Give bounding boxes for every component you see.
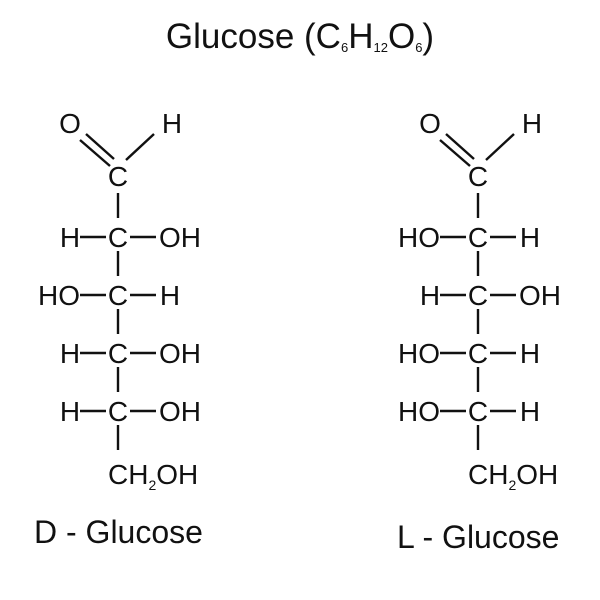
d-c2-right: OH xyxy=(159,222,201,253)
d-ch2oh-c: C xyxy=(108,459,128,490)
title-prefix: Glucose (C xyxy=(165,17,341,56)
title-sub-o: 6 xyxy=(415,40,423,55)
l-ch2oh-c: C xyxy=(468,459,488,490)
d-c4-left: H xyxy=(60,338,80,369)
d-ch2oh-group: CH2OH xyxy=(108,459,198,493)
l-c4-right: H xyxy=(520,338,540,369)
l-ch2oh-h: H xyxy=(488,459,508,490)
l-c2-right: H xyxy=(520,222,540,253)
l-aldehyde-oxygen: O xyxy=(419,108,441,139)
d-double-bond-a xyxy=(79,139,111,167)
l-ch2oh-oh: OH xyxy=(516,459,558,490)
l-glucose-label: L - Glucose xyxy=(397,519,559,555)
diagram-title: Glucose (C6H12O6) xyxy=(0,14,600,71)
d-carbon-2: C xyxy=(108,222,128,253)
title-sub-c: 6 xyxy=(340,40,349,55)
d-carbon-1: C xyxy=(108,161,128,192)
d-aldehyde-hydrogen: H xyxy=(162,108,182,139)
d-ch2oh-h: H xyxy=(128,459,148,490)
d-double-bond-b xyxy=(85,133,115,160)
d-ch2oh-oh: OH xyxy=(156,459,198,490)
d-carbon-4: C xyxy=(108,338,128,369)
l-carbon-3: C xyxy=(468,280,488,311)
l-c4-left: HO xyxy=(398,338,440,369)
d-c2-left: H xyxy=(60,222,80,253)
l-c5-left: HO xyxy=(398,396,440,427)
l-glucose-structure: O H C HO C H H C OH HO xyxy=(397,108,561,555)
d-glucose-structure: O H C H C OH HO C H H xyxy=(34,108,203,550)
title-suffix: ) xyxy=(422,17,435,56)
l-c5-right: H xyxy=(520,396,540,427)
l-c3-right: OH xyxy=(519,280,561,311)
l-carbon-5: C xyxy=(468,396,488,427)
l-carbon-2: C xyxy=(468,222,488,253)
d-ch2oh-sub: 2 xyxy=(148,477,156,493)
l-ch2oh-sub: 2 xyxy=(508,477,516,493)
d-c4-right: OH xyxy=(159,338,201,369)
l-double-bond-b xyxy=(445,133,475,160)
l-aldehyde-hydrogen: H xyxy=(522,108,542,139)
d-c3-right: H xyxy=(160,280,180,311)
d-c5-left: H xyxy=(60,396,80,427)
title-o: O xyxy=(387,17,416,56)
d-carbon-3: C xyxy=(108,280,128,311)
title-sub-h: 12 xyxy=(373,40,388,55)
l-ch-bond xyxy=(485,133,515,161)
l-c3-left: H xyxy=(420,280,440,311)
l-carbon-4: C xyxy=(468,338,488,369)
d-glucose-label: D - Glucose xyxy=(34,514,203,550)
d-c5-right: OH xyxy=(159,396,201,427)
d-carbon-5: C xyxy=(108,396,128,427)
d-ch-bond xyxy=(125,133,155,161)
d-c3-left: HO xyxy=(38,280,80,311)
l-ch2oh-group: CH2OH xyxy=(468,459,558,493)
l-double-bond-a xyxy=(439,139,471,167)
title-h: H xyxy=(348,17,374,56)
l-carbon-1: C xyxy=(468,161,488,192)
d-aldehyde-oxygen: O xyxy=(59,108,81,139)
l-c2-left: HO xyxy=(398,222,440,253)
